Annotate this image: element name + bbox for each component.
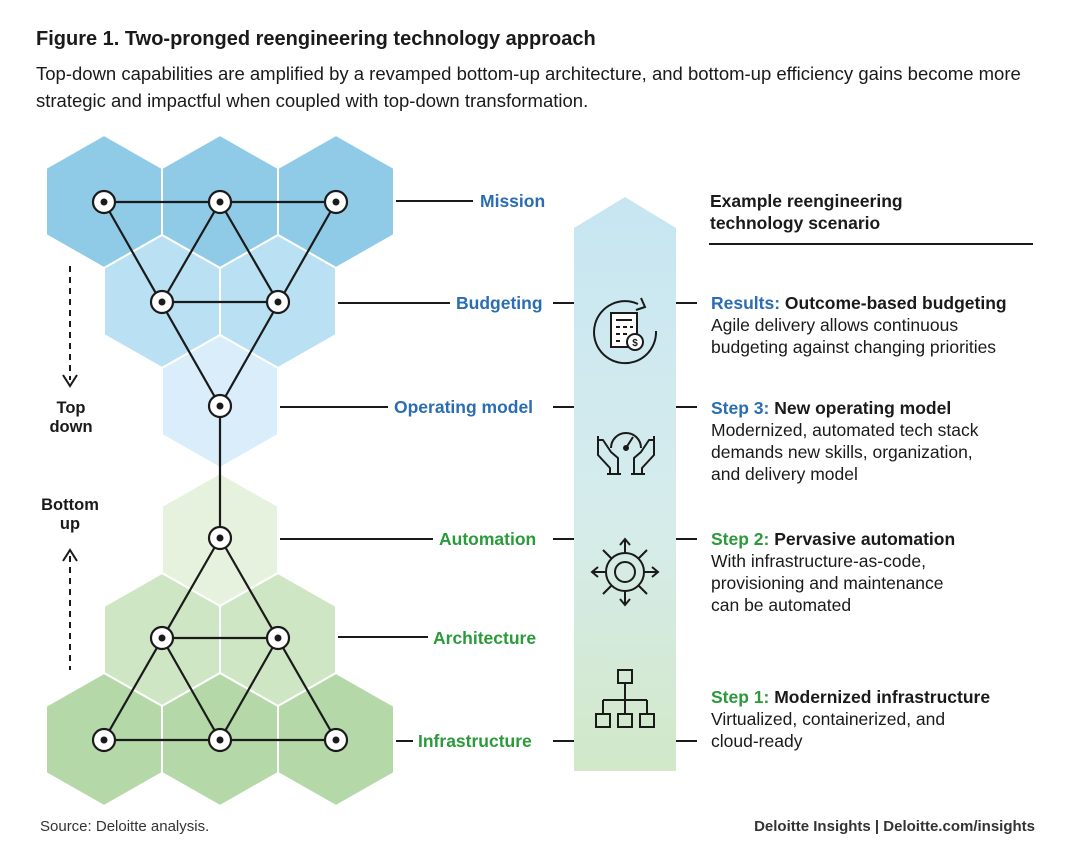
- bottom-up-arrow-icon: [62, 548, 78, 670]
- step-text-line: Virtualized, containerized, and: [711, 709, 946, 729]
- node-icon: [265, 289, 291, 315]
- top-down-label-line1: Top: [56, 399, 86, 417]
- layer-label-mission: Mission: [480, 191, 546, 211]
- top-down-label: Top down: [40, 399, 102, 437]
- scenario-header-line2: technology scenario: [710, 213, 881, 233]
- step-text-line: demands new skills, organization,: [711, 442, 973, 462]
- source-note: Source: Deloitte analysis.: [40, 818, 210, 835]
- layer-label-budgeting: Budgeting: [456, 293, 543, 313]
- budget-cycle-icon: $: [593, 297, 658, 365]
- step-2: Step 2: Pervasive automation With infras…: [711, 528, 1051, 616]
- step-text-line: budgeting against changing priorities: [711, 337, 997, 357]
- figure-title: Figure 1. Two-pronged reengineering tech…: [36, 28, 596, 50]
- node-icon: [207, 189, 233, 215]
- step-heading: Outcome-based budgeting: [784, 293, 1007, 313]
- step-text-line: Agile delivery allows continuous: [711, 315, 959, 335]
- step-text-line: and delivery model: [711, 464, 858, 484]
- node-icon: [91, 189, 117, 215]
- scenario-header: Example reengineering technology scenari…: [710, 190, 1030, 234]
- step-text-line: With infrastructure-as-code,: [711, 551, 926, 571]
- bottom-up-label: Bottom up: [32, 496, 108, 534]
- layer-label-architecture: Architecture: [433, 628, 537, 648]
- step-heading: Pervasive automation: [774, 529, 956, 549]
- node-icon: [207, 393, 233, 419]
- node-icon: [149, 289, 175, 315]
- network-edges: [103, 200, 337, 742]
- step-tag: Results:: [711, 293, 781, 313]
- node-icon: [91, 727, 117, 753]
- step-tag: Step 1:: [711, 687, 770, 707]
- layer-label-automation: Automation: [439, 529, 537, 549]
- top-down-label-line2: down: [49, 418, 93, 436]
- layer-label-operating-model: Operating model: [394, 397, 534, 417]
- node-icon: [207, 525, 233, 551]
- node-icon: [207, 727, 233, 753]
- step-tag: Step 2:: [711, 529, 770, 549]
- scenario-header-rule: [709, 243, 1033, 245]
- bottom-up-label-line2: up: [59, 515, 81, 533]
- step-tag: Step 3:: [711, 398, 770, 418]
- step-heading: Modernized infrastructure: [774, 687, 991, 707]
- step-1: Step 1: Modernized infrastructure Virtua…: [711, 686, 1051, 752]
- figure-subtitle: Top-down capabilities are amplified by a…: [36, 63, 1021, 111]
- step-3: Step 3: New operating model Modernized, …: [711, 397, 1051, 485]
- node-icon: [323, 189, 349, 215]
- automation-gear-icon: [590, 537, 660, 607]
- brand-credit: Deloitte Insights | Deloitte.com/insight…: [754, 818, 1035, 835]
- svg-text:$: $: [632, 338, 638, 349]
- upward-progress-arrow: [574, 197, 676, 771]
- layer-connectors: [280, 200, 697, 742]
- bottom-up-label-line1: Bottom: [41, 496, 99, 514]
- hierarchy-icon: [595, 669, 655, 728]
- step-text-line: provisioning and maintenance: [711, 573, 944, 593]
- hands-gauge-icon: [597, 432, 655, 475]
- step-text-line: Modernized, automated tech stack: [711, 420, 979, 440]
- node-icon: [265, 625, 291, 651]
- network-nodes: [91, 189, 349, 753]
- node-icon: [323, 727, 349, 753]
- step-results: Results: Outcome-based budgeting Agile d…: [711, 292, 1051, 358]
- layer-label-infrastructure: Infrastructure: [418, 731, 532, 751]
- step-text-line: can be automated: [711, 595, 852, 615]
- node-icon: [149, 625, 175, 651]
- scenario-header-line1: Example reengineering: [710, 191, 903, 211]
- top-down-arrow-icon: [62, 266, 78, 388]
- step-text-line: cloud-ready: [711, 731, 803, 751]
- step-heading: New operating model: [774, 398, 952, 418]
